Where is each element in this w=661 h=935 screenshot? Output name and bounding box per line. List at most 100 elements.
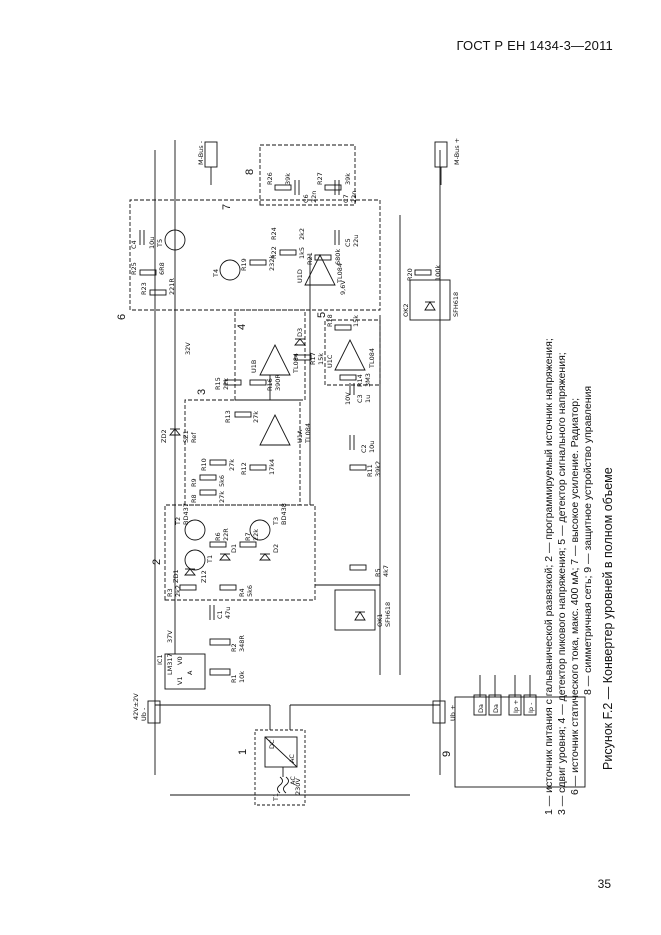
t1-ac: AC <box>288 754 296 763</box>
c4-value: 10u <box>148 237 156 249</box>
r4-value: 5k6 <box>246 585 254 597</box>
t1-label: T1 <box>272 793 280 802</box>
block-4-label: 4 <box>236 324 248 330</box>
r3-label: R3 <box>166 588 174 597</box>
rail-32v: 32V <box>184 342 192 355</box>
ic1-part: LM317 <box>166 653 174 675</box>
r13-label: R13 <box>224 410 232 423</box>
u1b-part: TL084 <box>292 353 300 374</box>
t5-label: T5 <box>156 239 164 248</box>
c2-value: 10u <box>368 441 376 453</box>
block-1-label: 1 <box>237 749 249 755</box>
r16-value: 390R <box>274 374 282 391</box>
r1-value: 10k <box>238 671 246 683</box>
c3-label: C3 <box>356 394 364 403</box>
t1-ac-in: AC <box>289 776 297 785</box>
ic1-v0: V0 <box>176 656 184 665</box>
ub-minus-terminal: Ub - <box>140 707 148 721</box>
zd2-ref: Ref <box>190 432 198 443</box>
block-5-label: 5 <box>316 312 328 318</box>
zd2-part: SZ1 <box>182 430 190 443</box>
zd1-label: ZD1 <box>172 569 180 583</box>
r6-value: 22R <box>222 528 230 541</box>
r1-label: R1 <box>230 674 238 683</box>
ic1-label: IC1 <box>156 654 164 665</box>
legend-line-2: 3 — сдвиг уровня; 4 — детектор пикового … <box>556 352 568 815</box>
r10-value: 27k <box>228 459 236 471</box>
r17-value: 15k <box>317 353 325 365</box>
ip1-terminal: Ip + <box>512 699 520 713</box>
t1-dc: DC <box>268 739 276 749</box>
r15-label: R15 <box>214 377 222 390</box>
r27-value: 39k <box>344 173 352 185</box>
r25-label: R25 <box>130 262 138 275</box>
mbus-minus-terminal: M-Bus - <box>197 140 205 165</box>
figure-legend: 1 — источник питания с гальванической ра… <box>543 338 594 815</box>
c7-value: 22n <box>350 191 358 203</box>
r18-value: 15k <box>352 315 360 327</box>
u1d-label: U1D <box>296 269 304 283</box>
c6-value: 22n <box>310 191 318 203</box>
ic1-v1: V1 <box>176 676 184 685</box>
c7-label: C7 <box>342 194 350 203</box>
r6-label: R6 <box>214 532 222 541</box>
c5-label: C5 <box>344 238 352 247</box>
u1a-label: U1A <box>296 429 304 443</box>
r9-label: R9 <box>190 478 198 487</box>
r24-value: 2k2 <box>298 228 306 240</box>
r25-value: 6R8 <box>158 262 166 275</box>
da2-terminal: Da <box>492 704 500 713</box>
ok1-part: SFH618 <box>384 602 392 627</box>
block-9 <box>454 696 586 788</box>
c3-value: 1u <box>364 395 372 403</box>
r4-label: R4 <box>238 588 246 597</box>
zd1-value: Z12 <box>200 570 208 583</box>
u1c-part: TL084 <box>368 348 376 369</box>
r13-value: 27k <box>252 411 260 423</box>
ok1-label: OK1 <box>376 613 384 627</box>
r20-value: 100k <box>434 265 442 281</box>
r19-label: R19 <box>240 258 248 271</box>
block-8-label: 8 <box>244 169 256 175</box>
r22-value: 1k5 <box>298 247 306 259</box>
d3-label: D3 <box>296 328 304 337</box>
ic1-a: A <box>186 670 194 675</box>
r17-label: R17 <box>309 352 317 365</box>
page-number: 35 <box>597 877 611 891</box>
r18-label: R18 <box>326 314 334 327</box>
block-8 <box>259 144 356 206</box>
d2-label: D2 <box>272 544 280 553</box>
u1b-label: U1B <box>250 360 258 373</box>
r23-value: 221R <box>168 278 176 295</box>
r5-label: R5 <box>374 568 382 577</box>
c5-value: 22u <box>352 235 360 247</box>
t2-part: BD437 <box>182 503 190 525</box>
block-1 <box>254 729 306 806</box>
legend-line-4: 8 — симметричная сеть; 9 — защитное устр… <box>582 386 594 695</box>
r27-label: R27 <box>316 172 324 185</box>
r16-label: R16 <box>266 378 274 391</box>
r9-value: 5k6 <box>218 475 226 487</box>
zd2-label: ZD2 <box>160 429 168 443</box>
figure-title-group: Рисунок F.2 — Конвертер уровней в полном… <box>601 467 615 770</box>
da1-terminal: Da <box>477 704 485 713</box>
r12-value: 17k4 <box>268 459 276 475</box>
t4-label: T4 <box>212 269 220 278</box>
block-9-label: 9 <box>441 751 453 757</box>
block-3 <box>184 399 301 506</box>
u1a-part: TL084 <box>304 423 312 444</box>
legend-line-1: 1 — источник питания с гальванической ра… <box>543 338 555 815</box>
c6-label: C6 <box>302 194 310 203</box>
legend-line-3: 6 — источник статического тока, макс. 40… <box>569 398 581 795</box>
schematic <box>129 140 586 806</box>
t3-label: T3 <box>272 517 280 526</box>
ok2-label: OK2 <box>402 303 410 317</box>
ip2-terminal: Ip - <box>527 702 535 713</box>
u1d-part: TL084 <box>336 263 344 284</box>
r19-value: 232k <box>268 255 276 271</box>
rail-9v6: 9,6V <box>339 280 347 295</box>
r5-value: 4k7 <box>382 565 390 577</box>
r14-value: 3M3 <box>364 373 372 387</box>
r11-label: R11 <box>366 464 374 477</box>
